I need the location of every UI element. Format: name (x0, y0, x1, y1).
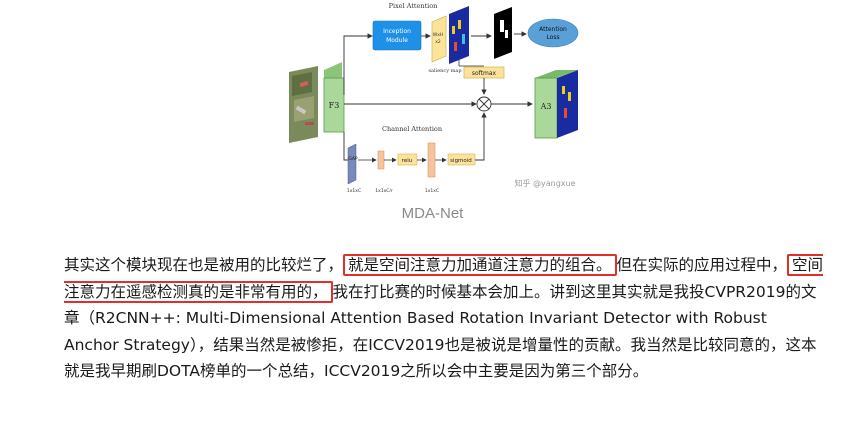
f3-label: F3 (329, 101, 340, 110)
svg-text:WxH: WxH (433, 32, 444, 38)
a3-feature-block: A3 (535, 70, 578, 138)
input-aerial-image (289, 66, 318, 143)
svg-text:Module: Module (386, 37, 408, 44)
dim-label-2: 1x1xC/r (375, 188, 393, 194)
svg-text:softmax: softmax (472, 70, 497, 77)
svg-text:Loss: Loss (546, 34, 559, 41)
fc1-block (378, 151, 384, 169)
inception-module-box: Inception Module (373, 21, 421, 50)
svg-text:Attention: Attention (539, 26, 567, 33)
attention-loss-ellipse: Attention Loss (528, 19, 578, 47)
saliency-map-image (449, 6, 469, 64)
dim-label-3: 1x1xC (425, 188, 439, 194)
figure-caption: MDA-Net (0, 205, 865, 222)
svg-text:Inception: Inception (383, 28, 411, 35)
paragraph-text-2: 但在实际的应用过程中， (617, 256, 788, 274)
channel-attention-title: Channel Attention (382, 125, 442, 133)
mda-net-diagram: Pixel Attention Channel Attention F3 (0, 0, 865, 240)
watermark-text: 知乎 @yangxue (514, 178, 575, 188)
wxh-x2-map: WxH x2 (432, 16, 446, 62)
relu-box: relu (398, 154, 417, 165)
article-paragraph: 其实这个模块现在也是被用的比较烂了，就是空间注意力加通道注意力的组合。但在实际的… (64, 252, 824, 385)
binary-mask-image (494, 7, 512, 59)
fc2-block (428, 143, 435, 177)
svg-text:relu: relu (402, 158, 413, 164)
sigmoid-box: sigmoid (448, 154, 475, 165)
f3-feature-block: F3 (324, 62, 344, 132)
multiply-operator (477, 97, 491, 111)
saliency-map-label: saliency map (428, 68, 461, 74)
highlighted-phrase-1: 就是空间注意力加通道注意力的组合。 (343, 254, 617, 276)
svg-text:sigmoid: sigmoid (450, 158, 472, 164)
mda-net-figure: Pixel Attention Channel Attention F3 (0, 0, 865, 240)
svg-text:GAP: GAP (348, 156, 358, 162)
paragraph-text-1: 其实这个模块现在也是被用的比较烂了， (64, 256, 343, 274)
pixel-attention-title: Pixel Attention (389, 2, 438, 10)
svg-text:x2: x2 (435, 39, 441, 45)
dim-label-1: 1x1xC (347, 188, 361, 194)
softmax-box: softmax (464, 67, 504, 78)
a3-label: A3 (540, 102, 552, 111)
gap-block: GAP (348, 144, 358, 184)
